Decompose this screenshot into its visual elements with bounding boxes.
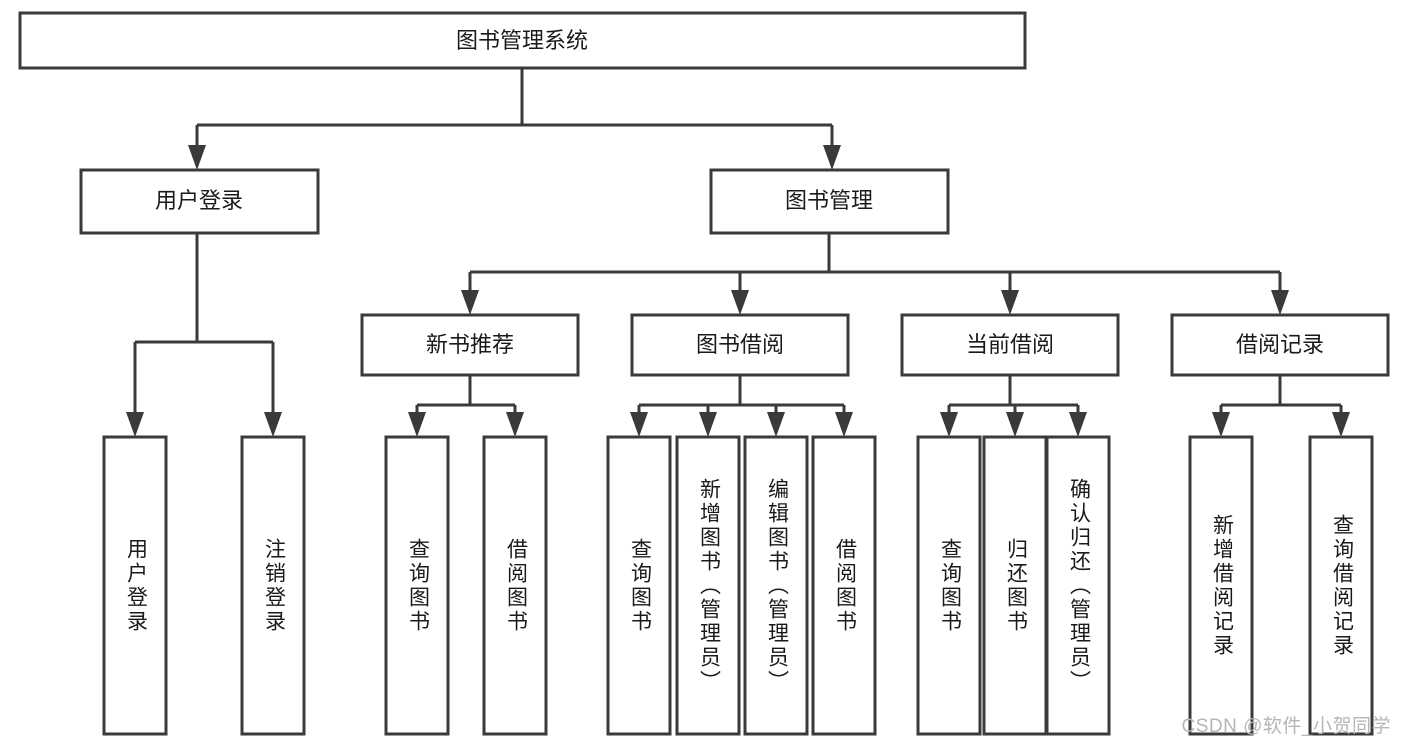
connector-layer <box>126 68 1350 437</box>
node-current-borrow-label: 当前借阅 <box>966 332 1054 357</box>
arrow-to-leaf-edit-book <box>767 412 785 437</box>
node-leaf-query-book-2-label: 查询图书 <box>628 538 652 634</box>
node-leaf-add-record[interactable]: 新增借阅记录 <box>1188 435 1254 736</box>
node-leaf-edit-book-label: 编辑图书（管理员） <box>765 478 789 694</box>
arrow-to-leaf-user-login <box>126 412 144 437</box>
node-root-label: 图书管理系统 <box>456 28 588 53</box>
node-leaf-query-book-1[interactable]: 查询图书 <box>384 435 450 736</box>
node-leaf-confirm-return[interactable]: 确认归还（管理员） <box>1045 435 1111 736</box>
arrow-to-leaf-query-book-1 <box>408 412 426 437</box>
arrow-to-leaf-user-logout <box>264 412 282 437</box>
edge-user-login-to-bus <box>133 233 275 413</box>
node-leaf-query-record-box[interactable] <box>1308 435 1374 736</box>
node-book-manage-label: 图书管理 <box>785 188 873 213</box>
node-book-manage[interactable]: 图书管理 <box>709 168 950 235</box>
node-borrow-record[interactable]: 借阅记录 <box>1170 313 1390 377</box>
edge-book-borrow-to-bus <box>637 375 846 413</box>
node-leaf-add-book-box[interactable] <box>675 435 741 736</box>
node-leaf-query-record[interactable]: 查询借阅记录 <box>1308 435 1374 736</box>
node-leaf-borrow-book-2[interactable]: 借阅图书 <box>811 435 877 736</box>
node-user-login[interactable]: 用户登录 <box>79 168 320 235</box>
arrow-to-leaf-query-book-2 <box>630 412 648 437</box>
node-leaf-return-book-box[interactable] <box>982 435 1048 736</box>
node-leaf-query-book-3-box[interactable] <box>916 435 982 736</box>
node-new-book-rec[interactable]: 新书推荐 <box>360 313 580 377</box>
node-leaf-query-book-1-label: 查询图书 <box>406 538 430 634</box>
arrow-to-user-login <box>188 145 206 170</box>
arrow-to-leaf-query-book-3 <box>940 412 958 437</box>
node-leaf-borrow-book-1-box[interactable] <box>482 435 548 736</box>
edge-borrow-record-to-bus <box>1219 375 1343 413</box>
node-leaf-add-record-box[interactable] <box>1188 435 1254 736</box>
node-leaf-edit-book-box[interactable] <box>743 435 809 736</box>
node-leaf-borrow-book-2-label: 借阅图书 <box>833 538 857 634</box>
node-book-borrow-box[interactable] <box>630 313 850 377</box>
arrow-to-book-borrow <box>731 290 749 315</box>
node-leaf-user-login[interactable]: 用户登录 <box>102 435 168 736</box>
edge-root-to-bus <box>195 68 834 145</box>
node-leaf-query-record-label: 查询借阅记录 <box>1330 514 1354 658</box>
node-book-borrow[interactable]: 图书借阅 <box>630 313 850 377</box>
node-leaf-add-book-label: 新增图书（管理员） <box>697 478 721 694</box>
node-leaf-query-book-3-label: 查询图书 <box>938 538 962 634</box>
node-leaf-edit-book[interactable]: 编辑图书（管理员） <box>743 435 809 736</box>
node-leaf-confirm-return-box[interactable] <box>1045 435 1111 736</box>
node-leaf-confirm-return-label: 确认归还（管理员） <box>1067 478 1091 694</box>
node-leaf-borrow-book-1-label: 借阅图书 <box>504 538 528 634</box>
node-leaf-add-record-label: 新增借阅记录 <box>1210 514 1234 658</box>
edge-book-manage-to-bus <box>468 233 1282 291</box>
arrow-to-leaf-borrow-book-1 <box>506 412 524 437</box>
arrow-to-leaf-borrow-book-2 <box>835 412 853 437</box>
node-current-borrow-box[interactable] <box>900 313 1120 377</box>
node-borrow-record-label: 借阅记录 <box>1236 332 1324 357</box>
arrow-to-leaf-return-book <box>1006 412 1024 437</box>
node-leaf-user-login-label: 用户登录 <box>124 538 148 634</box>
node-leaf-query-book-2-box[interactable] <box>606 435 672 736</box>
node-leaf-return-book[interactable]: 归还图书 <box>982 435 1048 736</box>
node-leaf-user-login-box[interactable] <box>102 435 168 736</box>
node-user-login-label: 用户登录 <box>155 188 243 213</box>
arrow-to-book-manage <box>823 145 841 170</box>
node-current-borrow[interactable]: 当前借阅 <box>900 313 1120 377</box>
node-leaf-user-logout-box[interactable] <box>240 435 306 736</box>
arrow-to-current-borrow <box>1001 290 1019 315</box>
arrow-to-leaf-query-record <box>1332 412 1350 437</box>
arrow-to-borrow-record <box>1271 290 1289 315</box>
arrow-to-leaf-confirm-return <box>1069 412 1087 437</box>
node-root[interactable]: 图书管理系统 <box>18 11 1027 70</box>
arrow-to-leaf-add-book <box>699 412 717 437</box>
node-leaf-query-book-1-box[interactable] <box>384 435 450 736</box>
node-user-login-box[interactable] <box>79 168 320 235</box>
node-new-book-rec-box[interactable] <box>360 313 580 377</box>
edge-current-borrow-to-bus <box>947 375 1080 413</box>
node-new-book-rec-label: 新书推荐 <box>426 332 514 357</box>
arrow-to-leaf-add-record <box>1212 412 1230 437</box>
node-leaf-query-book-3[interactable]: 查询图书 <box>916 435 982 736</box>
arrow-to-new-book-rec <box>461 290 479 315</box>
edge-new-book-rec-to-bus <box>415 375 517 413</box>
node-leaf-borrow-book-2-box[interactable] <box>811 435 877 736</box>
node-leaf-user-logout[interactable]: 注销登录 <box>240 435 306 736</box>
node-borrow-record-box[interactable] <box>1170 313 1390 377</box>
node-leaf-user-logout-label: 注销登录 <box>262 538 286 634</box>
node-leaf-query-book-2[interactable]: 查询图书 <box>606 435 672 736</box>
node-root-box[interactable] <box>18 11 1027 70</box>
node-leaf-borrow-book-1[interactable]: 借阅图书 <box>482 435 548 736</box>
node-leaf-add-book[interactable]: 新增图书（管理员） <box>675 435 741 736</box>
node-book-manage-box[interactable] <box>709 168 950 235</box>
node-leaf-return-book-label: 归还图书 <box>1004 538 1028 634</box>
node-book-borrow-label: 图书借阅 <box>696 332 784 357</box>
